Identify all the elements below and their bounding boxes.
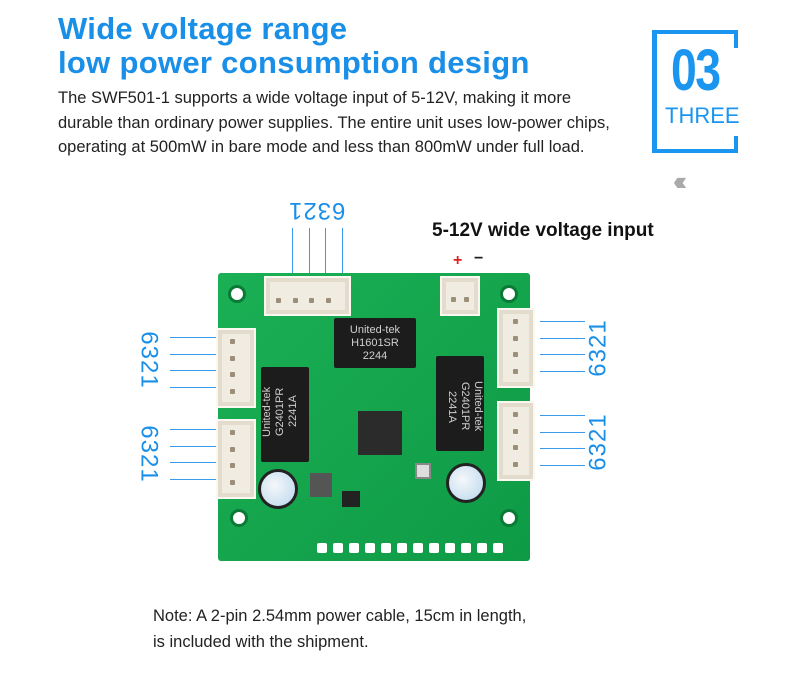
pin-label-top: 6321 <box>288 197 346 224</box>
note-line-1: Note: A 2-pin 2.54mm power cable, 15cm i… <box>153 607 527 625</box>
crystal <box>415 463 431 479</box>
title-line-2: low power consumption design <box>58 45 530 80</box>
regulator <box>342 491 360 507</box>
chip-g2401pr-left: United-tek G2401PR 2241A <box>261 367 309 462</box>
connector-left-lower <box>216 419 256 499</box>
controller-chip <box>358 411 402 455</box>
title-line-1: Wide voltage range <box>58 11 348 46</box>
connector-right-lower <box>497 401 535 481</box>
capacitor-left <box>258 469 298 509</box>
chevron-left-icon: ‹‹‹ <box>673 166 687 196</box>
step-number: 03 <box>671 38 721 103</box>
chip-h1601sr: United-tek H1601SR 2244 <box>334 318 416 368</box>
step-badge: 03 THREE <box>652 30 740 153</box>
pin-label-right-lower: 6321 <box>584 413 612 471</box>
pcb-board: United-tek H1601SR 2244 United-tek G2401… <box>216 273 535 561</box>
inductor <box>310 473 332 497</box>
pin-label-right-upper: 6321 <box>584 319 612 377</box>
chip-g2401pr-right: United-tek G2401PR 2241A <box>436 356 484 451</box>
voltage-input-label: 5-12V wide voltage input <box>432 220 654 241</box>
description: The SWF501-1 supports a wide voltage inp… <box>58 89 610 156</box>
shipment-note: Note: A 2-pin 2.54mm power cable, 15cm i… <box>153 603 526 655</box>
minus-sign: − <box>474 250 484 267</box>
capacitor-right <box>446 463 486 503</box>
connector-left-upper <box>216 328 256 408</box>
connector-right-upper <box>497 308 535 388</box>
pin-label-left-upper: 6321 <box>135 331 163 389</box>
pin-label-left-lower: 6321 <box>135 425 163 483</box>
plus-sign: + <box>453 252 463 269</box>
note-line-2: is included with the shipment. <box>153 633 369 651</box>
connector-top <box>264 276 351 316</box>
step-word: THREE <box>665 103 740 128</box>
power-connector <box>440 276 480 316</box>
